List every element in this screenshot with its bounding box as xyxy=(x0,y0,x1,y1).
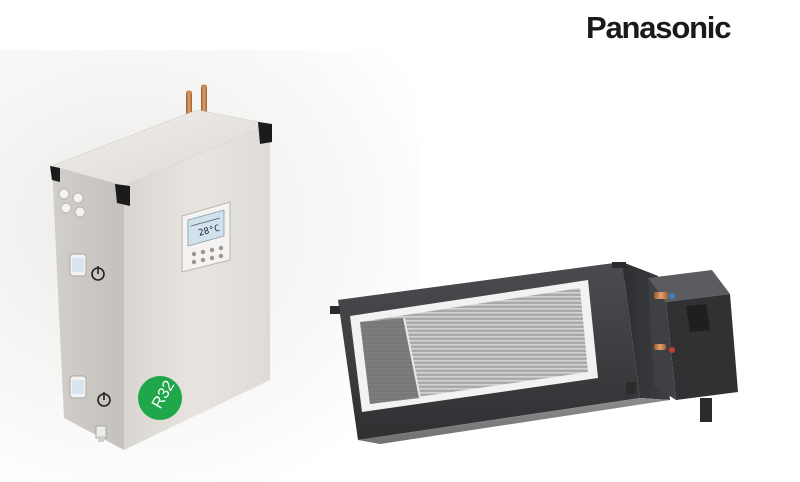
heat-exchanger-coil xyxy=(360,288,588,404)
r32-badge xyxy=(138,376,182,420)
hydro-front-face xyxy=(124,124,270,450)
lower-valve xyxy=(69,375,111,407)
control-box xyxy=(648,270,738,400)
corner-caps xyxy=(50,122,272,206)
duct-bottom-plate xyxy=(358,398,670,444)
mounting-brackets xyxy=(330,262,712,422)
control-panel xyxy=(181,201,231,273)
side-copper-fittings xyxy=(654,292,675,353)
upper-valve xyxy=(69,253,105,281)
side-ports xyxy=(58,188,86,218)
panasonic-logo: Panasonic xyxy=(586,10,731,45)
coil-baffle xyxy=(360,318,420,404)
drain-fitting xyxy=(95,425,107,442)
